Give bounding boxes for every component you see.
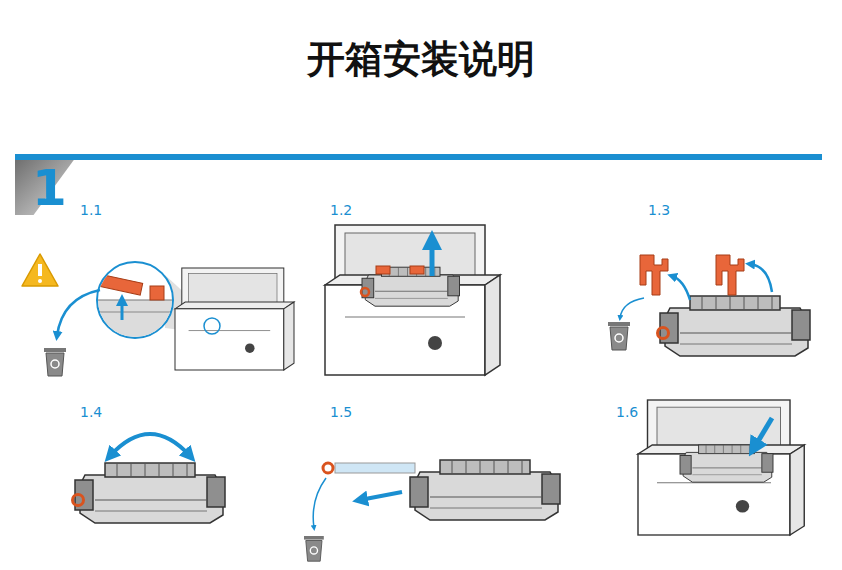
step-1-1-part-part <box>95 300 185 340</box>
step-1-4 <box>73 434 226 523</box>
step-1-2 <box>325 225 500 375</box>
step-number: 1 <box>22 163 67 213</box>
step-1-2-part <box>361 288 369 296</box>
tab-shape-fill <box>15 160 74 215</box>
step-1-1-part <box>204 318 220 334</box>
step-1-1-part <box>91 273 185 340</box>
step-1-6-part <box>680 445 773 482</box>
step-1-6-part <box>638 400 804 535</box>
step-1-5-part <box>410 460 560 520</box>
step-1-1-part-part <box>91 273 142 295</box>
step-1-1-part <box>175 268 294 370</box>
step-1-1-part-part <box>95 312 175 313</box>
step-1-2-part <box>376 266 390 274</box>
step-1-1-part-part <box>150 286 164 300</box>
step-1-4-part <box>73 495 84 506</box>
title: 开箱安装说明 <box>0 34 842 85</box>
step-1-3-part <box>750 264 772 292</box>
step-1-3-part <box>672 276 690 300</box>
step-1-3-part <box>620 298 644 318</box>
step-1-1-part <box>44 348 66 376</box>
step-1-1-part <box>38 279 42 283</box>
step-1-3-part <box>658 328 669 339</box>
section-rule <box>15 154 822 160</box>
step-1-1 <box>22 254 294 376</box>
step-1-3-part <box>716 255 744 295</box>
step-1-6 <box>638 400 804 535</box>
step-1-5-part <box>323 463 333 473</box>
step-1-3 <box>608 255 810 356</box>
step-1-5-part <box>313 478 326 528</box>
substep-number: 1.3 <box>648 202 670 218</box>
substep-number: 1.2 <box>330 202 352 218</box>
step-1-3-part <box>660 296 810 356</box>
substep-number: 1.6 <box>616 404 638 420</box>
step-1-5-part <box>304 536 324 561</box>
step-1-1-part <box>38 264 42 276</box>
step-1-1-part <box>22 254 58 286</box>
step-1-5-part <box>335 463 415 473</box>
step-1-2-part <box>430 240 435 276</box>
step-1-2-part <box>410 266 424 274</box>
step-1-4-part <box>75 463 225 523</box>
substep-number: 1.1 <box>80 202 102 218</box>
substep-number: 1.5 <box>330 404 352 420</box>
step-1-2-part <box>325 225 500 375</box>
step-1-4-part <box>110 434 190 456</box>
step-1-1-part-part <box>121 300 124 320</box>
step-1-1-part <box>57 290 100 336</box>
step-1-5-part <box>360 492 402 500</box>
step-1-3-part <box>640 255 668 295</box>
step-1-3-part <box>608 322 630 350</box>
substep-number: 1.4 <box>80 404 102 420</box>
step-1-5 <box>304 460 560 561</box>
step-number-tab: 1 <box>15 160 74 215</box>
step-1-6-part <box>754 418 772 448</box>
